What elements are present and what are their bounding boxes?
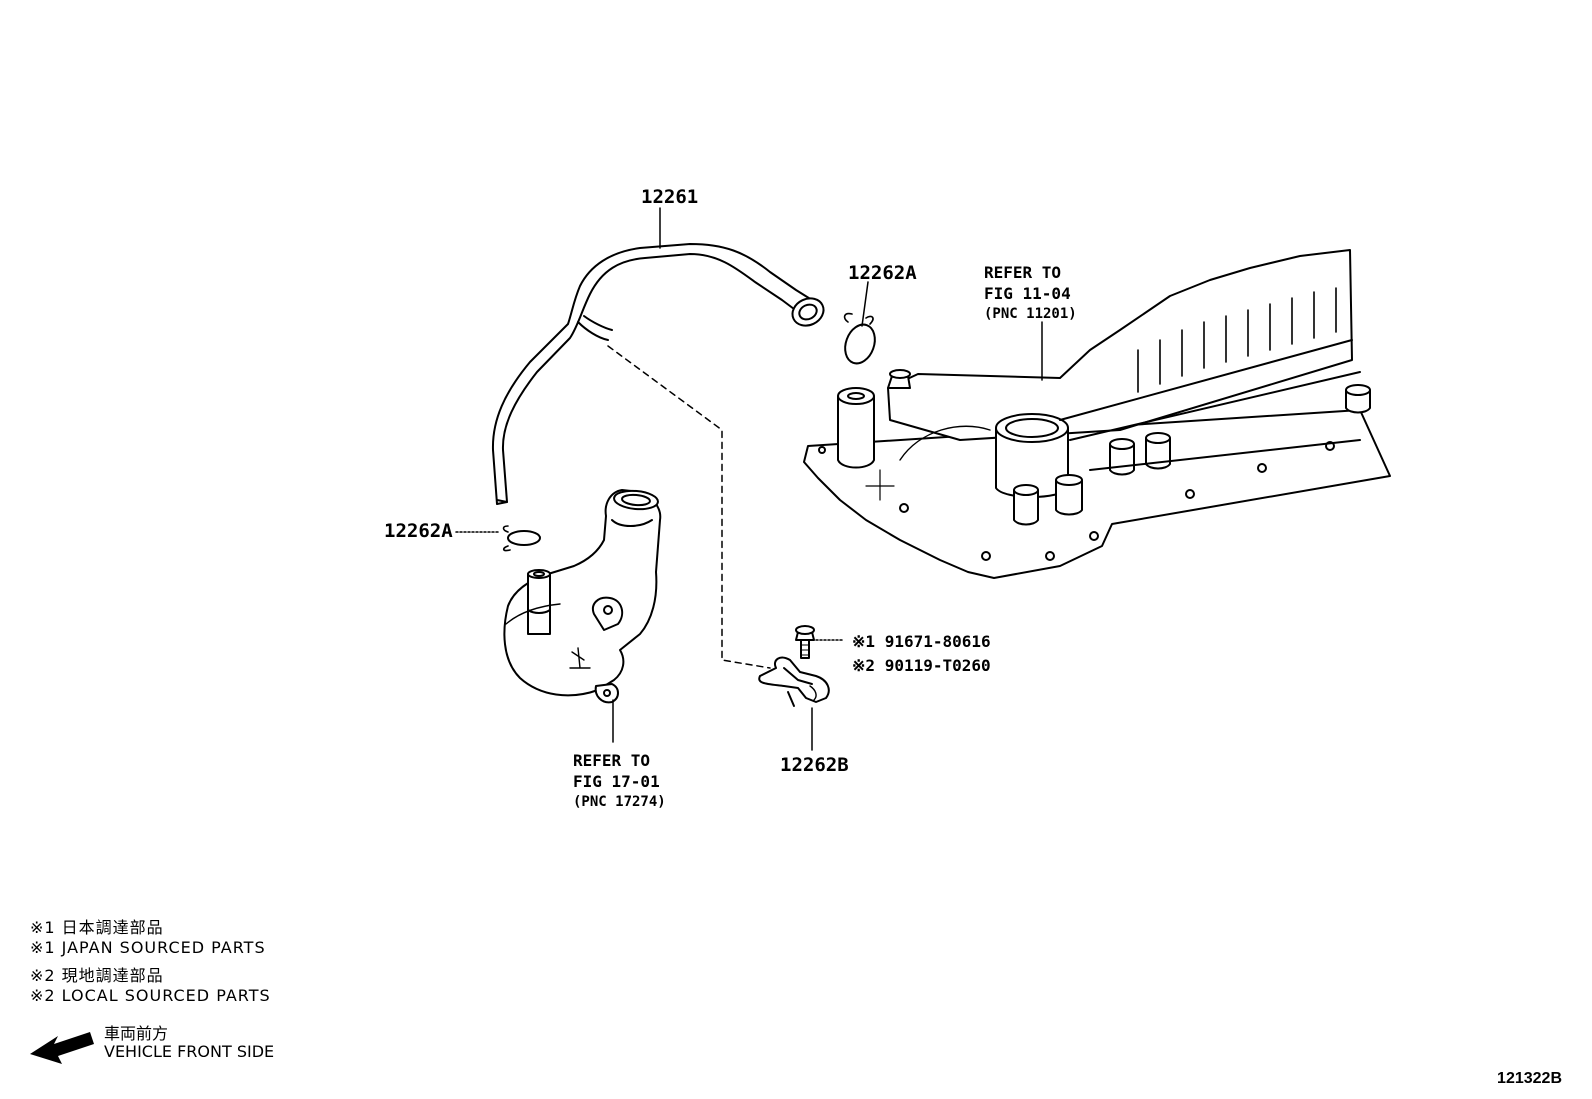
leader-clip-upper: [861, 281, 869, 327]
bolt-number-2[interactable]: ※2 90119-T0260: [852, 656, 991, 675]
part-number-hose[interactable]: 12261: [641, 186, 699, 208]
bolt[interactable]: [795, 625, 815, 659]
clip-lower-12262A[interactable]: [502, 525, 541, 552]
clip-upper-12262A[interactable]: [840, 312, 880, 368]
bolt-1-mark: ※1: [852, 632, 876, 651]
cylinder-head-cover: [803, 249, 1391, 579]
vehicle-front-arrow-icon: [30, 1032, 94, 1064]
legend-line-2: ※1 JAPAN SOURCED PARTS: [30, 938, 266, 957]
legend-line-3: ※2 現地調達部品: [30, 966, 164, 985]
bolt-2-mark: ※2: [852, 656, 876, 675]
ref-head-cover[interactable]: REFER TO FIG 11-04 (PNC 11201): [984, 262, 1077, 325]
ref-head-cover-line2: FIG 11-04: [984, 284, 1071, 303]
ref-water-outlet-line1: REFER TO: [573, 751, 651, 770]
legend-line-4: ※2 LOCAL SOURCED PARTS: [30, 986, 271, 1005]
dashed-leader-hose-bracket: [607, 345, 771, 669]
ref-water-outlet-line3: (PNC 17274): [573, 794, 666, 810]
ref-water-outlet[interactable]: REFER TO FIG 17-01 (PNC 17274): [573, 750, 666, 813]
hose-12261[interactable]: [491, 243, 828, 505]
bolt-2-number: 90119-T0260: [884, 656, 991, 675]
water-outlet: [503, 489, 662, 704]
front-side-jp: 車両前方: [104, 1024, 169, 1043]
part-number-clip-lower[interactable]: 12262A: [384, 520, 453, 542]
ref-head-cover-line1: REFER TO: [984, 263, 1062, 282]
ref-head-cover-line3: (PNC 11201): [984, 306, 1077, 322]
bolt-1-number: 91671-80616: [884, 632, 991, 651]
front-side-en: VEHICLE FRONT SIDE: [104, 1042, 275, 1061]
ref-water-outlet-line2: FIG 17-01: [573, 772, 660, 791]
part-number-bracket[interactable]: 12262B: [780, 754, 849, 776]
bolt-number-1[interactable]: ※1 91671-80616: [852, 632, 991, 651]
legend-line-1: ※1 日本調達部品: [30, 918, 164, 937]
illustration-id: 121322B: [1497, 1070, 1562, 1087]
part-number-clip-upper[interactable]: 12262A: [848, 262, 917, 284]
bracket-12262B[interactable]: [758, 656, 830, 707]
